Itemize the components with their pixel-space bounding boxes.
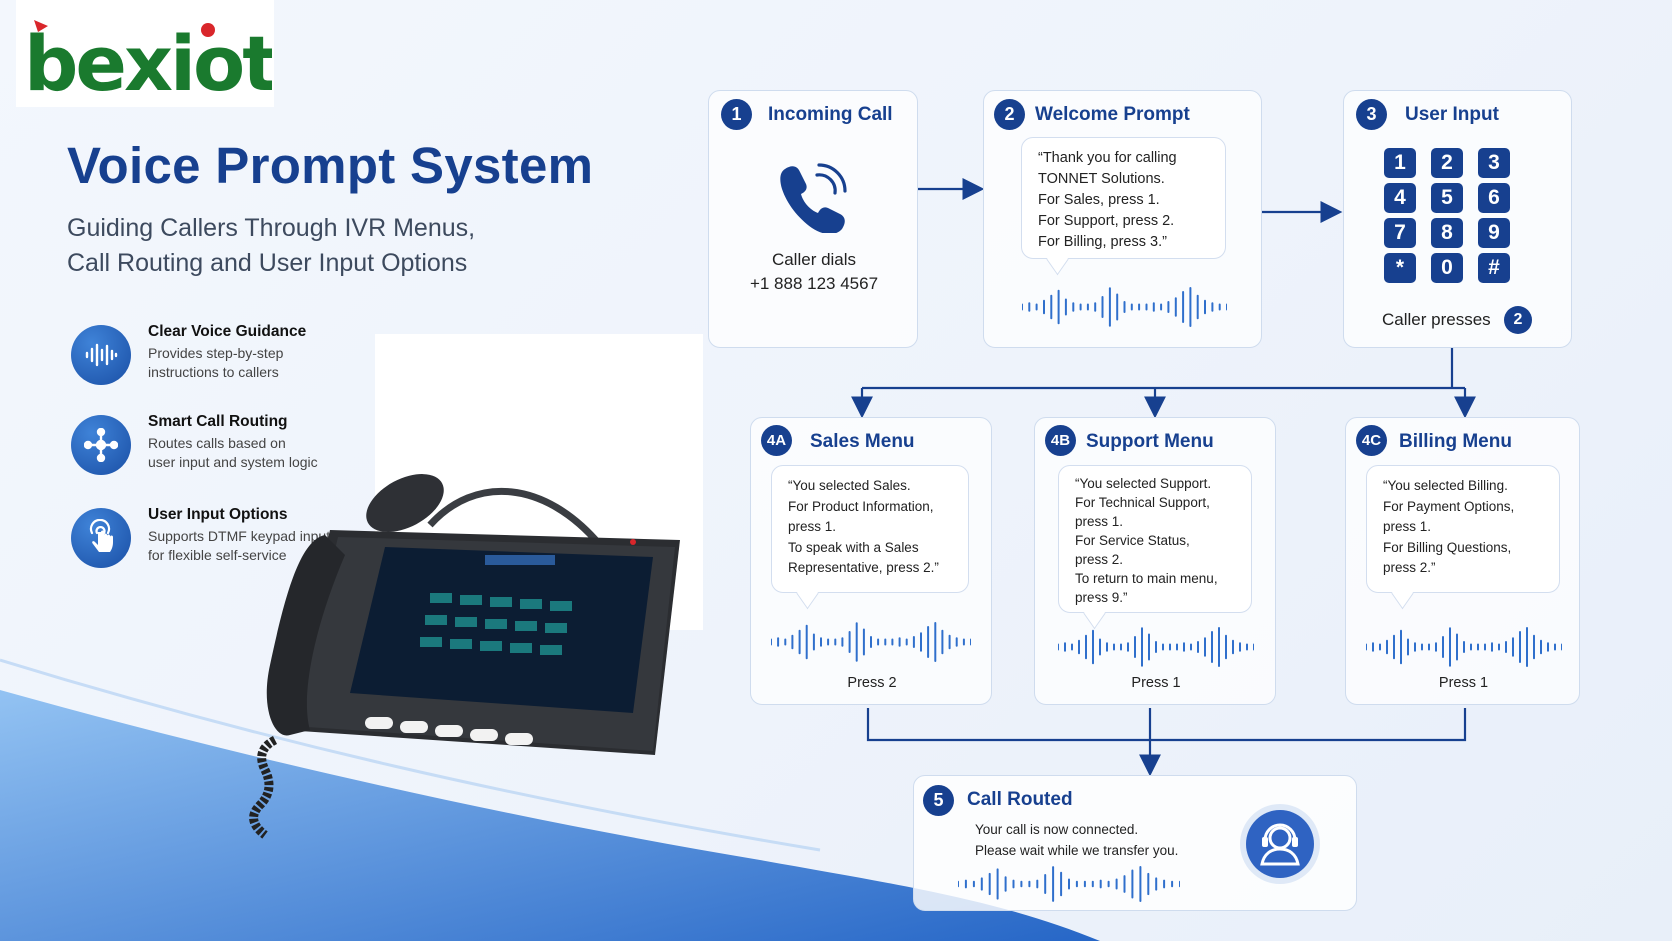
feature-desc-line: Supports DTMF keypad input [148, 528, 331, 544]
step-title: Incoming Call [768, 104, 893, 125]
step-number-badge: 1 [721, 99, 752, 130]
keypad-key: 0 [1431, 253, 1463, 283]
step-title: Support Menu [1086, 431, 1214, 452]
feature-desc-line: Provides step-by-step [148, 345, 284, 361]
routed-line-1: Your call is now connected. [975, 822, 1139, 837]
step-sales-menu-card: 4A Sales Menu “You selected Sales. For P… [750, 417, 992, 705]
incoming-phone-number: +1 888 123 4567 [749, 274, 879, 293]
feature-desc-line: user input and system logic [148, 454, 318, 470]
welcome-message-bubble: “Thank you for calling TONNET Solutions.… [1021, 137, 1226, 259]
step-title: Welcome Prompt [1035, 104, 1190, 125]
keypad-key: 8 [1431, 218, 1463, 248]
step-call-routed-card: 5 Call Routed Your call is now connected… [913, 775, 1357, 911]
support-message-bubble: “You selected Support. For Technical Sup… [1058, 465, 1252, 613]
feature-desc-line: for flexible self-service [148, 547, 287, 563]
keypad-key: 3 [1478, 148, 1510, 178]
call-routed-text: Your call is now connected. Please wait … [975, 819, 1178, 861]
brand-logo: bexiot [16, 0, 274, 107]
keypad-key: 2 [1431, 148, 1463, 178]
step-number-badge: 3 [1356, 99, 1387, 130]
feature-smart-call-routing: Smart Call Routing Routes calls based on… [71, 413, 391, 477]
feature-user-input-options: User Input Options Supports DTMF keypad … [71, 506, 391, 570]
press-label: Press 2 [847, 675, 897, 691]
step-number-badge: 2 [994, 99, 1025, 130]
feature-desc: Routes calls based on user input and sys… [148, 434, 318, 472]
logo-text: bexiot [24, 19, 272, 102]
keypad-key: * [1384, 253, 1416, 283]
press-label: Press 1 [1131, 675, 1181, 691]
keypad-key: 1 [1384, 148, 1416, 178]
step-user-input-card: 3 User Input 1 2 3 4 5 6 7 8 9 * 0 # Cal… [1343, 90, 1572, 348]
step-number-badge: 5 [923, 785, 954, 816]
audio-waveform-icon [1022, 287, 1227, 327]
routing-icon [71, 415, 131, 475]
step-support-menu-card: 4B Support Menu “You selected Support. F… [1034, 417, 1276, 705]
feature-desc-line: Routes calls based on [148, 435, 286, 451]
incoming-call-text: Caller dials +1 888 123 4567 [709, 248, 919, 296]
keypad-key: 9 [1478, 218, 1510, 248]
sales-message-bubble: “You selected Sales. For Product Informa… [771, 465, 969, 593]
subtitle-line-2: Call Routing and User Input Options [67, 249, 468, 277]
feature-desc: Provides step-by-step instructions to ca… [148, 344, 283, 382]
pressed-key-badge: 2 [1504, 306, 1532, 334]
billing-message-bubble: “You selected Billing. For Payment Optio… [1366, 465, 1560, 593]
step-number-badge: 4C [1356, 425, 1387, 456]
merge-line-routed [866, 708, 1467, 742]
step-title: Call Routed [967, 789, 1073, 810]
keypad-key: 6 [1478, 183, 1510, 213]
desk-phone-illustration [249, 474, 680, 839]
feature-title: User Input Options [148, 506, 288, 523]
step-number-badge: 4B [1045, 425, 1076, 456]
feature-clear-voice-guidance: Clear Voice Guidance Provides step-by-st… [71, 323, 391, 387]
page-subtitle: Guiding Callers Through IVR Menus, Call … [67, 211, 475, 281]
phone-ringing-icon [780, 163, 847, 233]
press-label: Press 1 [1438, 675, 1489, 691]
keypad-key: 7 [1384, 218, 1416, 248]
keypad-key: 4 [1384, 183, 1416, 213]
step-title: Billing Menu [1399, 431, 1512, 452]
subtitle-line-1: Guiding Callers Through IVR Menus, [67, 214, 476, 242]
audio-waveform-icon [771, 622, 971, 662]
audio-waveform-icon [1058, 627, 1254, 667]
feature-desc-line: instructions to callers [148, 364, 279, 380]
audio-waveform-icon [1366, 627, 1562, 667]
feature-title: Smart Call Routing [148, 413, 288, 430]
keypad-key: 5 [1431, 183, 1463, 213]
touch-hand-icon [71, 508, 131, 568]
step-title: Sales Menu [810, 431, 915, 452]
step-incoming-call-card: 1 Incoming Call Caller dials +1 888 123 … [708, 90, 918, 348]
caller-presses-caption: Caller presses [1382, 310, 1491, 329]
step-title: User Input [1405, 104, 1499, 125]
bexiot-logo-icon: bexiot [24, 19, 272, 102]
waveform-icon [71, 325, 131, 385]
step-billing-menu-card: 4C Billing Menu “You selected Billing. F… [1345, 417, 1580, 705]
page-title: Voice Prompt System [67, 137, 594, 194]
keypad-key: # [1478, 253, 1510, 283]
agent-headset-icon [1240, 804, 1320, 884]
branch-line-input [862, 348, 1465, 390]
incoming-line-1: Caller dials [771, 250, 857, 269]
step-welcome-prompt-card: 2 Welcome Prompt “Thank you for calling … [983, 90, 1262, 348]
audio-waveform-icon [958, 866, 1180, 902]
feature-title: Clear Voice Guidance [148, 323, 307, 340]
feature-desc: Supports DTMF keypad input for flexible … [148, 527, 330, 565]
step-number-badge: 4A [761, 425, 792, 456]
routed-line-2: Please wait while we transfer you. [975, 843, 1179, 858]
